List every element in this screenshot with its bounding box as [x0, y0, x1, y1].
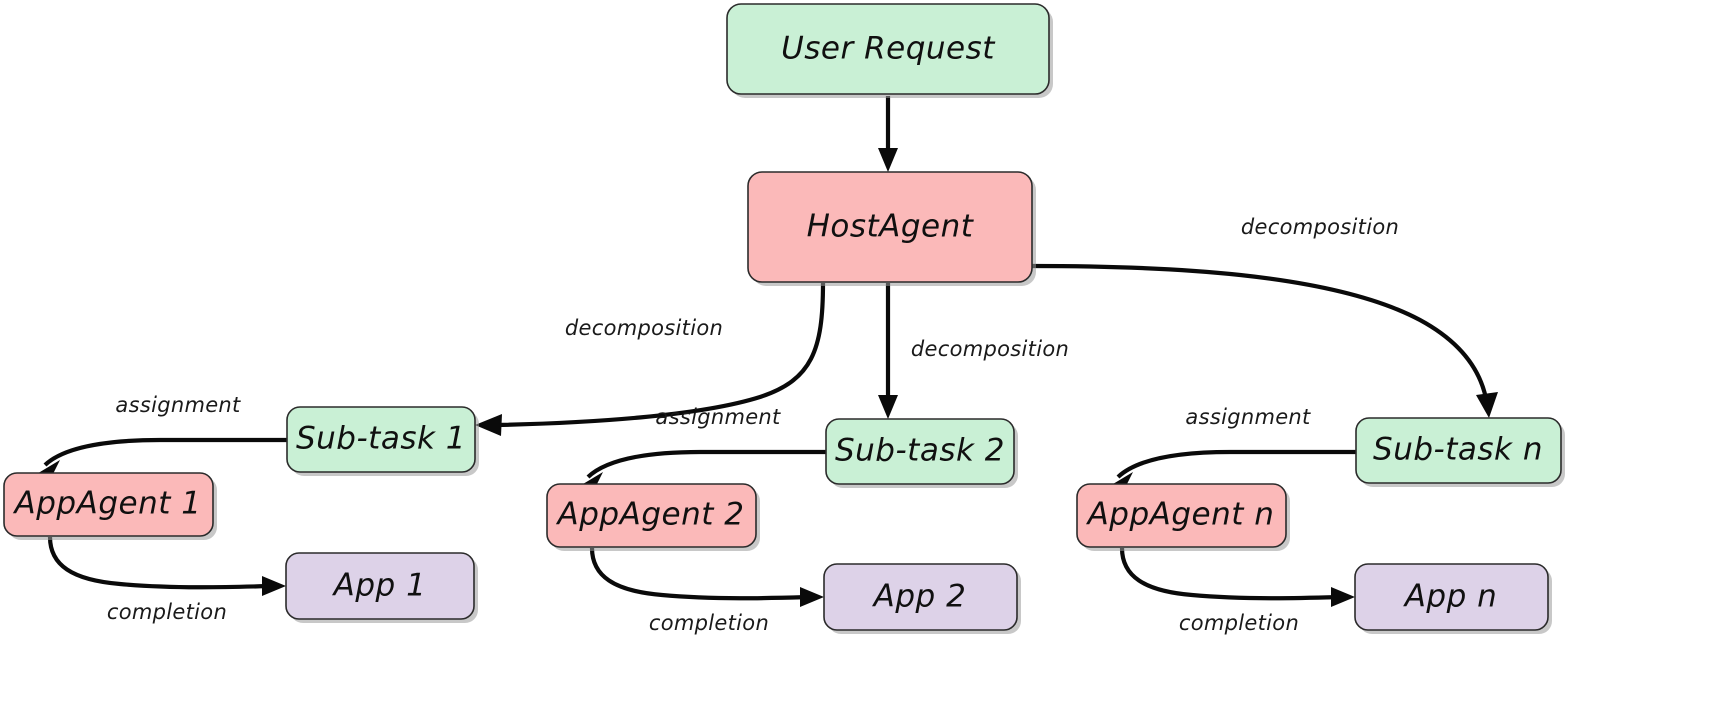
arrow-head-icon	[475, 414, 502, 436]
edge-label-completion-2: completion	[649, 611, 769, 635]
edge-path	[47, 536, 273, 590]
arrow-head-icon	[262, 576, 286, 596]
node-body[interactable]	[3, 472, 214, 537]
edge-appagent-n-to-app-n: completion	[1119, 547, 1355, 635]
node-appagent-1[interactable]: AppAgent 1	[3, 472, 217, 540]
edge-label-completion-n: completion	[1179, 611, 1299, 635]
node-label-app-1: App 1	[332, 568, 427, 604]
node-label-subtask-n: Sub-task n	[1373, 432, 1543, 468]
node-appagent-2[interactable]: AppAgent 2	[546, 483, 760, 551]
arrow-head-icon	[1331, 587, 1355, 607]
edge-host-agent-to-subtask-1: decomposition	[475, 282, 826, 436]
edge-path	[586, 449, 826, 479]
edge-host-agent-to-subtask-2: decomposition	[878, 283, 1069, 419]
node-body[interactable]	[546, 483, 757, 548]
edge-path	[589, 547, 811, 601]
node-subtask-2[interactable]: Sub-task 2	[825, 418, 1018, 488]
edge-label-assignment-n: assignment	[1185, 405, 1311, 429]
edge-subtask-1-to-appagent-1: assignment	[35, 393, 287, 480]
edge-path	[1031, 263, 1490, 405]
node-label-host-agent: HostAgent	[807, 209, 975, 245]
node-label-user-request: User Request	[781, 31, 996, 67]
node-body[interactable]	[823, 563, 1018, 631]
node-subtask-1[interactable]: Sub-task 1	[286, 406, 479, 476]
edge-host-agent-to-subtask-n: decomposition	[1031, 215, 1498, 418]
node-body[interactable]	[286, 406, 476, 473]
node-body[interactable]	[285, 552, 475, 620]
edge-label-assignment-2: assignment	[655, 405, 781, 429]
node-layer: User Request HostAgent Sub-task 1 Sub-ta…	[3, 3, 1565, 634]
node-app-1[interactable]: App 1	[285, 552, 478, 623]
node-body[interactable]	[747, 171, 1033, 283]
node-body[interactable]	[726, 3, 1050, 95]
node-label-app-2: App 2	[872, 579, 967, 615]
node-label-appagent-2: AppAgent 2	[556, 497, 745, 533]
edge-label-decomposition-2: decomposition	[911, 337, 1069, 361]
node-label-appagent-n: AppAgent n	[1086, 497, 1275, 533]
edge-user-request-to-host-agent	[878, 96, 898, 172]
edge-path	[496, 282, 826, 428]
node-label-appagent-1: AppAgent 1	[13, 486, 202, 522]
edge-subtask-2-to-appagent-2: assignment	[578, 405, 826, 492]
node-host-agent[interactable]: HostAgent	[747, 171, 1036, 286]
edge-label-completion-1: completion	[107, 600, 227, 624]
edge-path	[1116, 449, 1356, 479]
node-user-request[interactable]: User Request	[726, 3, 1053, 98]
node-appagent-n[interactable]: AppAgent n	[1076, 483, 1290, 551]
node-body[interactable]	[1354, 563, 1549, 631]
node-label-subtask-1: Sub-task 1	[296, 421, 466, 457]
edge-appagent-1-to-app-1: completion	[47, 536, 286, 624]
node-body[interactable]	[825, 418, 1015, 485]
edge-subtask-n-to-appagent-n: assignment	[1108, 405, 1356, 492]
node-app-n[interactable]: App n	[1354, 563, 1552, 634]
edge-label-assignment-1: assignment	[115, 393, 241, 417]
edge-path	[43, 437, 287, 467]
node-label-app-n: App n	[1403, 579, 1498, 615]
node-label-subtask-2: Sub-task 2	[835, 433, 1005, 469]
edge-appagent-2-to-app-2: completion	[589, 547, 824, 635]
node-body[interactable]	[1076, 483, 1287, 548]
edge-layer: decomposition decomposition decompositio…	[35, 96, 1498, 635]
node-subtask-n[interactable]: Sub-task n	[1355, 417, 1565, 487]
node-app-2[interactable]: App 2	[823, 563, 1021, 634]
arrow-head-icon	[1476, 392, 1498, 418]
arrow-head-icon	[800, 587, 824, 607]
edge-label-decomposition-n: decomposition	[1241, 215, 1399, 239]
node-body[interactable]	[1355, 417, 1562, 484]
edge-path	[1119, 547, 1342, 601]
arrow-head-icon	[878, 148, 898, 172]
edge-label-decomposition-1: decomposition	[565, 316, 723, 340]
arrow-head-icon	[878, 395, 898, 419]
